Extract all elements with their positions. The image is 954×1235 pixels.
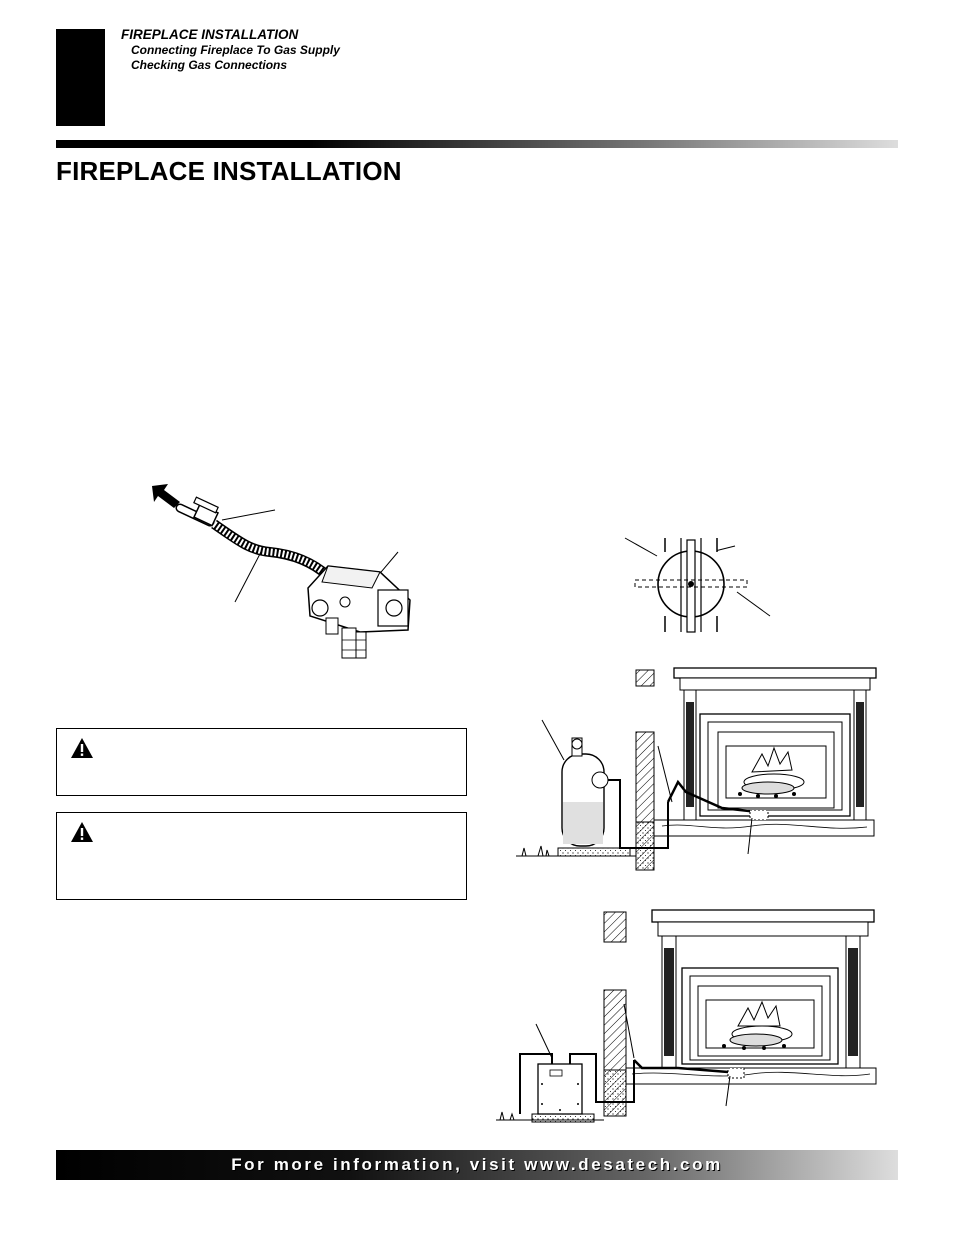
page-title: FIREPLACE INSTALLATION	[56, 156, 402, 186]
header-rule	[56, 140, 898, 148]
warning-box-1	[56, 728, 467, 796]
flow-arrow-icon	[152, 484, 180, 508]
gas-valve-figure	[152, 484, 411, 659]
lp-tank-installation-figure	[516, 667, 877, 871]
running-header: FIREPLACE INSTALLATION Connecting Firepl…	[121, 26, 340, 73]
warning-box-2	[56, 812, 467, 900]
footer-banner: For more information, visit www.desatech…	[56, 1150, 898, 1180]
warning-triangle-icon	[71, 738, 93, 758]
header-subsection-1: Connecting Fireplace To Gas Supply	[131, 43, 340, 57]
footer-text: For more information, visit www.desatech…	[231, 1155, 723, 1174]
section-tab	[56, 29, 105, 126]
shutoff-valve-diagram	[624, 537, 771, 633]
header-section-title: FIREPLACE INSTALLATION	[121, 27, 299, 42]
natural-gas-installation-figure	[496, 909, 877, 1123]
warning-triangle-icon	[71, 822, 93, 842]
header-subsection-2: Checking Gas Connections	[131, 58, 288, 72]
